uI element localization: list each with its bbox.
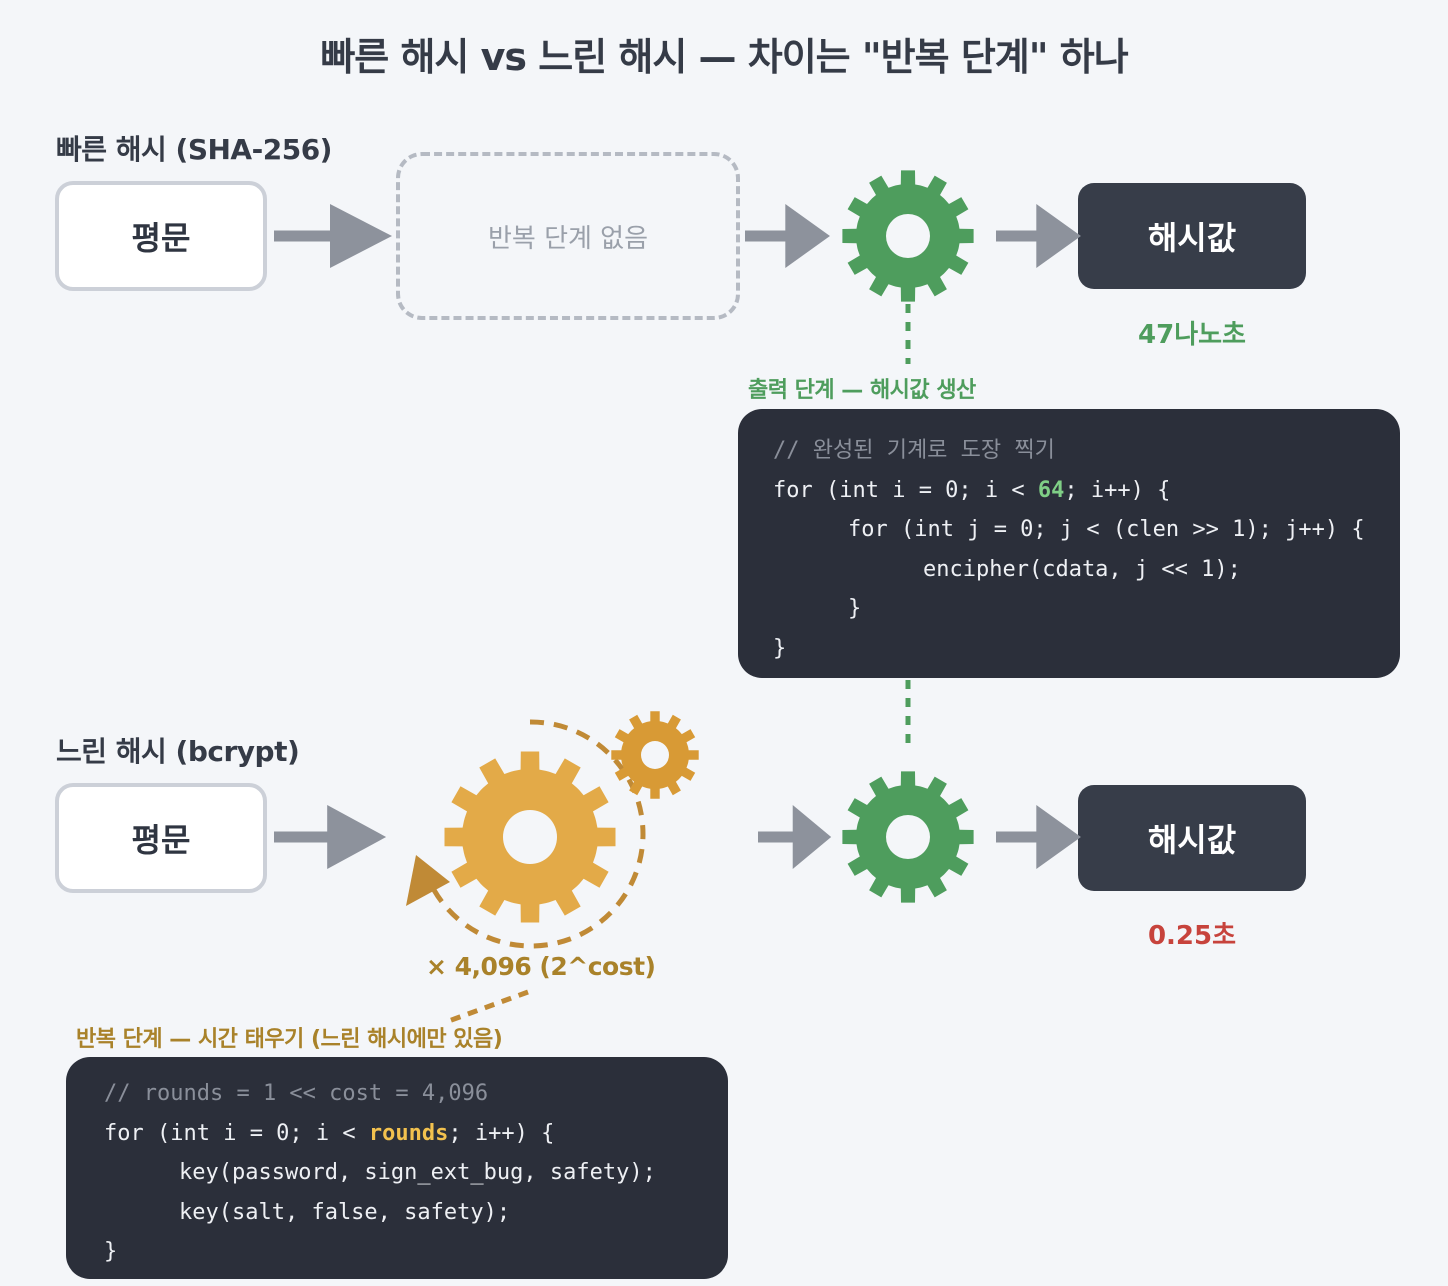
fast-hash-label: 빠른 해시 (SHA-256) [56, 133, 332, 166]
loop-arc [431, 719, 646, 949]
arrow-right-icon [745, 204, 830, 268]
slow-timing-label: 0.25초 [1147, 921, 1237, 951]
gear-icon [842, 771, 974, 903]
code-line: for (int j = 0; j < (clen >> 1); j++) { [848, 517, 1365, 543]
slow-hash-output-box: 해시값 [1078, 785, 1306, 891]
gear-icon [842, 170, 974, 302]
code-line: encipher(cdata, j << 1); [923, 556, 1241, 582]
fast-no-loop-box: 반복 단계 없음 [396, 152, 740, 320]
output-stage-code-block: // 완성된 기계로 도장 찍기 for (int i = 0; i < 64;… [738, 409, 1400, 678]
code-text: ; i++) { [1064, 477, 1171, 503]
code-line: } [104, 1239, 118, 1265]
code-text: for (int i = 0; i < [104, 1120, 369, 1146]
code-line: } [773, 635, 787, 661]
code-comment: // rounds = 1 << cost = 4,096 [104, 1081, 489, 1106]
gear-shape [842, 170, 974, 302]
loop-arrow-icon [406, 855, 450, 906]
gear-shape [611, 711, 699, 799]
code-line: } [848, 596, 862, 622]
arrow-right-icon [274, 204, 392, 268]
code-text: ; i++) { [448, 1120, 555, 1146]
slow-plaintext-box: 평문 [55, 783, 267, 893]
code-line: for (int i = 0; i < 64; i++) { [773, 471, 1400, 511]
gear-icon [611, 711, 699, 799]
arrow-right-icon [758, 805, 832, 869]
arrow-right-icon [996, 805, 1081, 869]
gear-shape [444, 751, 616, 923]
code-text: for (int i = 0; i < [773, 477, 1038, 503]
loop-multiplier-label: × 4,096 (2^cost) [426, 952, 656, 981]
slow-hash-label: 느린 해시 (bcrypt) [56, 735, 300, 768]
arrow-right-icon [274, 805, 387, 869]
code-line: key(salt, false, safety); [179, 1199, 511, 1225]
page-title: 빠른 해시 vs 느린 해시 — 차이는 "반복 단계" 하나 [320, 35, 1128, 79]
fast-timing-label: 47나노초 [1138, 320, 1246, 350]
code-line: for (int i = 0; i < rounds; i++) { [104, 1114, 728, 1154]
loop-stage-connector [445, 989, 529, 1025]
fast-plaintext-box: 평문 [55, 181, 267, 291]
gear-shape [842, 771, 974, 903]
loop-stage-caption: 반복 단계 — 시간 태우기 (느린 해시에만 있음) [76, 1027, 503, 1052]
output-stage-caption: 출력 단계 — 해시값 생산 [748, 378, 976, 403]
loop-stage-code-block: // rounds = 1 << cost = 4,096 for (int i… [66, 1057, 728, 1279]
code-highlight: 64 [1037, 477, 1065, 503]
gear-icon [444, 751, 616, 923]
fast-hash-output-box: 해시값 [1078, 183, 1306, 289]
code-comment: // 완성된 기계로 도장 찍기 [773, 438, 1055, 463]
code-line: key(password, sign_ext_bug, safety); [179, 1160, 656, 1186]
code-highlight: rounds [368, 1120, 449, 1146]
arrow-right-icon [996, 204, 1081, 268]
